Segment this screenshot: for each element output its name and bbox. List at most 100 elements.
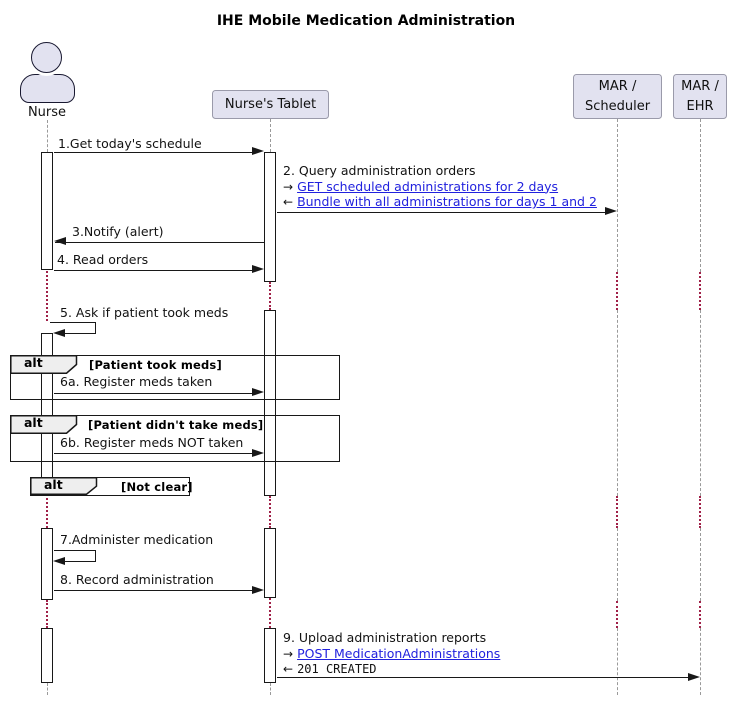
arrowhead-right-icon [252, 388, 264, 396]
participant-label: Nurse's Tablet [224, 96, 317, 112]
fragment-pentagon-icon [30, 477, 98, 495]
request-arrow-icon: → [283, 646, 294, 661]
alt-operator-tab: alt [30, 477, 98, 496]
alt-fragment-patient-took-meds: alt [Patient took meds] [10, 355, 340, 400]
fragment-pentagon-icon [10, 415, 78, 434]
delay-dots [46, 600, 48, 628]
arrowhead-right-icon [605, 207, 617, 215]
delay-dots [616, 601, 618, 628]
participant-label: Scheduler [584, 98, 651, 114]
link-post-medication-administrations[interactable]: POST MedicationAdministrations [297, 645, 501, 661]
arrowhead-left-icon [54, 237, 66, 245]
lifeline-ehr [700, 310, 701, 496]
delay-dots [269, 282, 271, 310]
delay-dots [269, 598, 271, 628]
lifeline-ehr [700, 628, 701, 695]
status-code-text: 201 CREATED [297, 662, 377, 676]
activation-nurse [41, 152, 53, 270]
message-6a-label: 6a. Register meds taken [60, 374, 213, 389]
message-5-self-arrow [50, 321, 96, 323]
alt-operator-tab: alt [10, 415, 78, 434]
lifeline-nurse [47, 683, 48, 695]
message-1-arrow [54, 151, 254, 153]
lifeline-tablet [270, 683, 271, 695]
lifeline-ehr [700, 528, 701, 601]
activation-tablet [264, 152, 276, 282]
arrowhead-right-icon [252, 585, 264, 594]
message-7-self-arrow [95, 549, 96, 562]
delay-dots [699, 601, 701, 628]
message-2-request: →GET scheduled administrations for 2 day… [283, 179, 558, 194]
message-1-label: 1.Get today's schedule [58, 136, 202, 151]
request-arrow-icon: → [283, 179, 294, 194]
lifeline-scheduler [617, 119, 618, 272]
message-4-label: 4. Read orders [57, 252, 149, 267]
lifeline-tablet [270, 119, 271, 152]
participant-label: MAR / [598, 79, 637, 94]
arrowhead-right-icon [252, 448, 264, 457]
activation-nurse [41, 528, 53, 600]
message-9-label: 9. Upload administration reports [283, 630, 487, 645]
message-3-label: 3.Notify (alert) [72, 224, 164, 239]
participant-ehr: MAR / EHR [673, 74, 727, 119]
delay-dots [616, 272, 618, 310]
message-5-label: 5. Ask if patient took meds [60, 305, 229, 320]
delay-dots [699, 496, 701, 528]
message-2-arrow [277, 211, 607, 213]
message-8-arrow [54, 590, 254, 591]
message-7-label: 7.Administer medication [60, 532, 214, 547]
delay-dots [269, 496, 271, 528]
message-5-self-arrow [95, 321, 96, 334]
delay-dots [616, 496, 618, 528]
lifeline-scheduler [617, 528, 618, 601]
activation-tablet [264, 528, 276, 598]
delay-dots [699, 272, 701, 310]
lifeline-ehr [700, 119, 701, 272]
participant-label: MAR / [681, 79, 719, 94]
lifeline-nurse [47, 120, 48, 152]
lifeline-scheduler [617, 628, 618, 695]
response-arrow-icon: ← [283, 662, 294, 676]
participant-scheduler: MAR / Scheduler [573, 74, 662, 119]
alt-operator-tab: alt [10, 355, 78, 374]
activation-tablet [264, 310, 276, 496]
arrowhead-right-icon [252, 265, 264, 273]
nurse-actor-icon [31, 42, 62, 73]
alt-condition: [Not clear] [121, 480, 193, 494]
message-6b-arrow [54, 453, 254, 454]
link-get-scheduled-administrations[interactable]: GET scheduled administrations for 2 days [297, 178, 559, 194]
diagram-title: IHE Mobile Medication Administration [216, 13, 516, 29]
alt-operator: alt [44, 477, 63, 492]
message-7-self-arrow [63, 561, 96, 562]
message-3-arrow [55, 241, 264, 243]
participant-label: EHR [686, 98, 714, 114]
alt-operator: alt [24, 415, 43, 430]
arrowhead-left-icon [53, 328, 65, 337]
delay-dots [46, 271, 48, 321]
delay-dots [46, 490, 48, 528]
message-6b-label: 6b. Register meds NOT taken [60, 435, 244, 450]
link-bundle-administrations[interactable]: Bundle with all administrations for days… [297, 194, 597, 209]
participant-tablet: Nurse's Tablet [212, 90, 329, 119]
message-9-response: ←201 CREATED [283, 661, 377, 676]
message-2-label: 2. Query administration orders [283, 163, 476, 178]
alt-fragment-not-clear: alt [Not clear] [30, 477, 193, 496]
message-9-arrow [277, 677, 690, 678]
alt-fragment-patient-didnt-take-meds: alt [Patient didn't take meds] [10, 415, 340, 462]
message-5-self-arrow [63, 333, 96, 334]
message-2-response: ←Bundle with all administrations for day… [283, 194, 597, 209]
fragment-pentagon-icon [10, 355, 78, 374]
message-7-self-arrow [54, 549, 96, 551]
activation-nurse [41, 628, 53, 683]
message-8-label: 8. Record administration [60, 572, 214, 587]
arrowhead-right-icon [688, 672, 700, 681]
lifeline-scheduler [617, 310, 618, 496]
arrowhead-right-icon [252, 147, 264, 155]
response-arrow-icon: ← [283, 195, 294, 209]
message-9-request: →POST MedicationAdministrations [283, 646, 500, 661]
alt-condition: [Patient didn't take meds] [88, 418, 264, 432]
message-4-arrow [54, 269, 254, 271]
nurse-actor-icon [20, 74, 75, 103]
alt-condition: [Patient took meds] [89, 358, 222, 372]
